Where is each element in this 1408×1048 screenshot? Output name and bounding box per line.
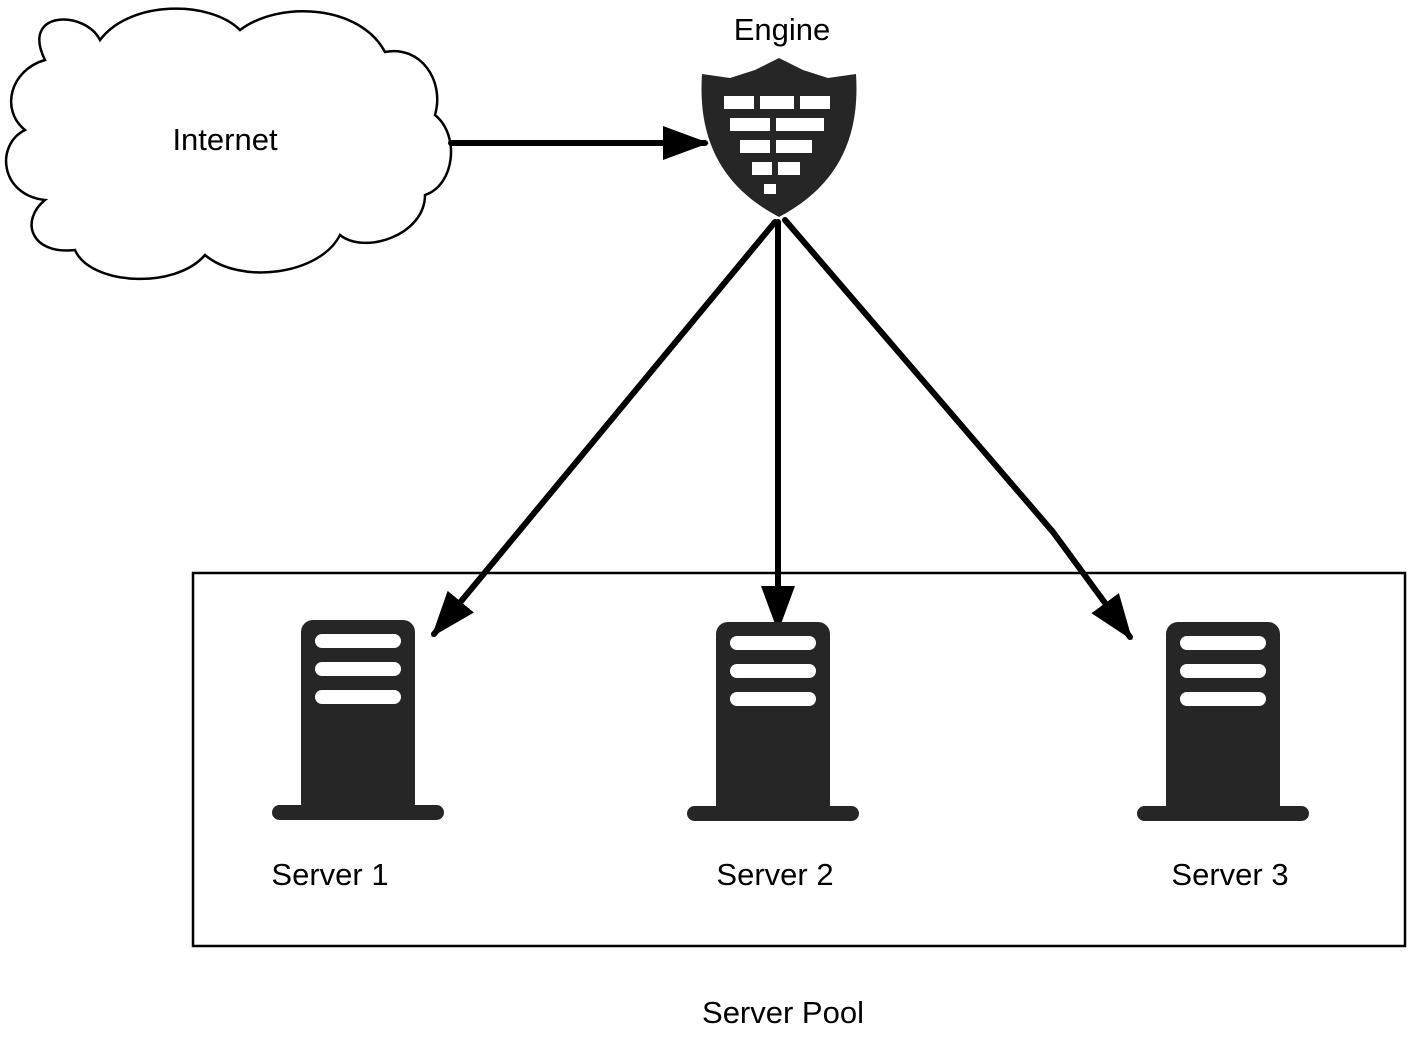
server-1-label: Server 1 [271, 857, 388, 892]
engine-node: Engine [701, 12, 857, 217]
edges [431, 126, 1133, 641]
firewall-shield-icon [701, 58, 857, 217]
server-icon [687, 622, 859, 821]
server-1-node: Server 1 [271, 620, 444, 892]
server-pool-label: Server Pool [702, 995, 864, 1030]
server-3-label: Server 3 [1171, 857, 1288, 892]
internet-label: Internet [172, 122, 278, 157]
server-pool-box [191, 571, 1407, 948]
server-icon [1137, 622, 1309, 821]
edge-engine-to-server-1 [431, 219, 778, 638]
edge-engine-to-server-3 [782, 217, 1133, 641]
cloud-icon [4, 7, 453, 280]
server-3-node: Server 3 [1137, 622, 1309, 892]
server-2-label: Server 2 [716, 857, 833, 892]
server-2-node: Server 2 [687, 622, 859, 892]
server-icon [272, 620, 444, 820]
engine-label: Engine [734, 12, 831, 47]
internet-node: Internet [4, 7, 453, 280]
